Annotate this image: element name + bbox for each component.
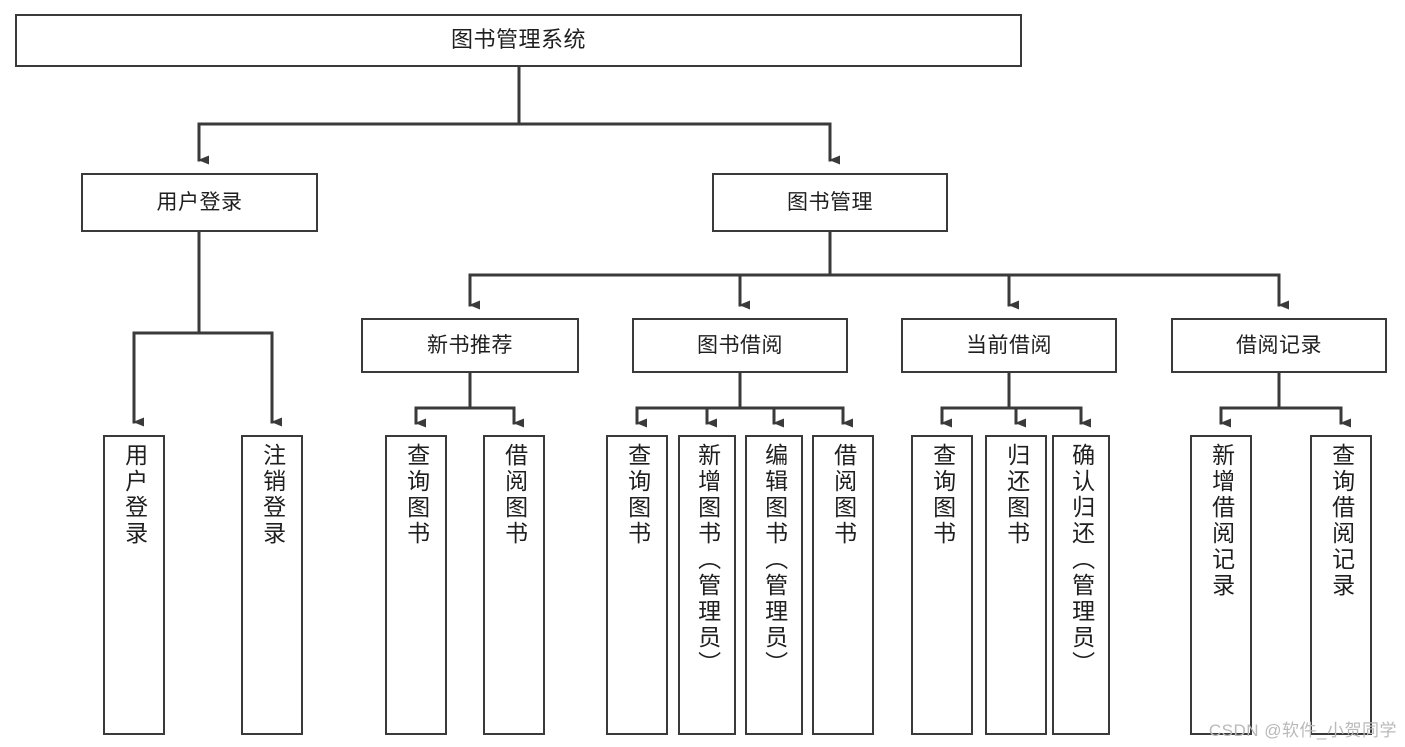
node-leaf-query-borrow-record-label: 查询借阅记录 (1328, 443, 1355, 599)
node-leaf-user-logout[interactable]: 注销登录 (241, 435, 303, 735)
node-book-borrow-label: 图书借阅 (697, 333, 783, 357)
node-leaf-query-book-1-label: 查询图书 (403, 443, 430, 547)
node-current-borrow-label: 当前借阅 (966, 333, 1052, 357)
node-borrow-record-label: 借阅记录 (1236, 333, 1322, 357)
node-leaf-confirm-return-label: 确认归还（管理员） (1068, 443, 1095, 677)
node-leaf-borrow-book-1[interactable]: 借阅图书 (483, 435, 545, 735)
node-leaf-query-book-2-label: 查询图书 (624, 443, 651, 547)
node-book-manage-label: 图书管理 (787, 190, 873, 214)
node-user-login[interactable]: 用户登录 (81, 173, 318, 232)
node-leaf-query-book-2[interactable]: 查询图书 (606, 435, 668, 735)
node-new-book-recommend[interactable]: 新书推荐 (361, 318, 579, 373)
node-leaf-query-book-3-label: 查询图书 (929, 443, 956, 547)
csdn-watermark: CSDN @软件_小贺同学 (1208, 721, 1397, 740)
node-leaf-confirm-return[interactable]: 确认归还（管理员） (1052, 435, 1110, 735)
node-leaf-user-login-label: 用户登录 (121, 443, 148, 547)
node-user-login-label: 用户登录 (156, 190, 243, 214)
node-leaf-add-borrow-record-label: 新增借阅记录 (1208, 443, 1235, 599)
node-current-borrow[interactable]: 当前借阅 (901, 318, 1117, 373)
node-leaf-add-book[interactable]: 新增图书（管理员） (678, 435, 736, 735)
node-book-manage[interactable]: 图书管理 (712, 173, 948, 232)
node-leaf-user-login[interactable]: 用户登录 (103, 435, 165, 735)
node-leaf-edit-book-label: 编辑图书（管理员） (761, 443, 788, 677)
node-leaf-edit-book[interactable]: 编辑图书（管理员） (745, 435, 803, 735)
node-leaf-query-book-3[interactable]: 查询图书 (911, 435, 973, 735)
node-leaf-borrow-book-2[interactable]: 借阅图书 (812, 435, 874, 735)
node-leaf-user-logout-label: 注销登录 (259, 443, 286, 547)
node-book-borrow[interactable]: 图书借阅 (632, 318, 848, 373)
node-root-system-label: 图书管理系统 (450, 27, 586, 53)
node-leaf-borrow-book-2-label: 借阅图书 (830, 443, 857, 547)
node-leaf-query-book-1[interactable]: 查询图书 (385, 435, 447, 735)
node-leaf-borrow-book-1-label: 借阅图书 (501, 443, 528, 547)
node-leaf-add-book-label: 新增图书（管理员） (694, 443, 721, 677)
node-root-system[interactable]: 图书管理系统 (15, 14, 1022, 67)
node-leaf-add-borrow-record[interactable]: 新增借阅记录 (1190, 435, 1252, 735)
node-borrow-record[interactable]: 借阅记录 (1171, 318, 1387, 373)
node-leaf-return-book[interactable]: 归还图书 (985, 435, 1047, 735)
node-leaf-return-book-label: 归还图书 (1003, 443, 1030, 547)
node-new-book-recommend-label: 新书推荐 (427, 333, 513, 357)
node-leaf-query-borrow-record[interactable]: 查询借阅记录 (1310, 435, 1372, 735)
